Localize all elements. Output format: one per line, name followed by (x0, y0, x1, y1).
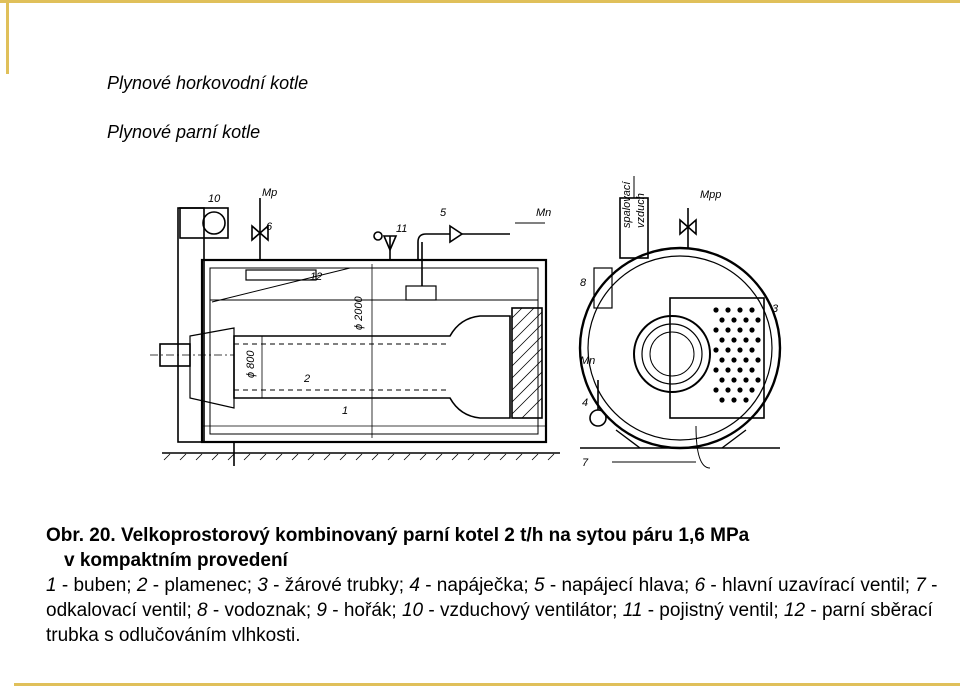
label-12: 12 (310, 271, 322, 283)
label-mp: Mp (262, 187, 277, 199)
rear-chamber (511, 307, 543, 419)
front-wall (177, 207, 205, 443)
legend-num: 10 (401, 600, 424, 621)
label-5: 5 (440, 207, 447, 219)
legend-text: - vzduchový ventilátor; (423, 600, 623, 621)
legend-text: - parní sběrací trubka s odlučováním vlh… (46, 600, 933, 646)
feed-head-pipe (417, 233, 450, 260)
legend-num: 6 (694, 575, 706, 596)
rear-chamber-hatch (511, 307, 543, 419)
legend-num: 2 (136, 575, 148, 596)
insulation-inner (209, 267, 539, 435)
fan-motor (202, 211, 226, 235)
label-mpp: Mpp (700, 189, 721, 201)
feed-pump-4 (589, 409, 607, 427)
label-3: 3 (772, 303, 779, 315)
legend-num: 11 (622, 600, 643, 621)
label-d800: ϕ 800 (245, 350, 257, 378)
label-2: 2 (303, 373, 310, 385)
label-1: 1 (342, 405, 348, 417)
legend-num: 8 (197, 600, 208, 621)
legend-num: 1 (46, 575, 57, 596)
top-accent-line (0, 0, 960, 3)
steam-collecting-pipe (245, 269, 317, 281)
legend-text: - pojistný ventil; (642, 600, 784, 621)
label-vzduch: vzduch (635, 193, 647, 228)
label-4: 4 (582, 397, 588, 409)
legend-num: 12 (783, 600, 806, 621)
legend-text: - odkalovací ventil; (46, 575, 938, 621)
label-8: 8 (580, 277, 587, 289)
caption-title-line2: v kompaktním provedení (64, 550, 288, 571)
fan-box (179, 207, 229, 239)
legend-text: - napáječka; (419, 575, 534, 596)
ground-hatch-side (163, 453, 555, 461)
legend-text: - plamenec; (147, 575, 258, 596)
caption-title: Obr. 20. Velkoprostorový kombinovaný par… (46, 523, 951, 573)
label-7: 7 (582, 457, 589, 469)
main-valve-6 (251, 224, 269, 242)
legend-text: - hořák; (326, 600, 402, 621)
caption-title-line1: Obr. 20. Velkoprostorový kombinovaný par… (46, 525, 750, 546)
subtitle-hot-water-boilers: Plynové horkovodní kotle (107, 73, 309, 93)
legend-num: 7 (915, 575, 926, 596)
label-mn-front: Mn (580, 355, 595, 367)
legend-text: - vodoznak; (207, 600, 317, 621)
label-mn: Mn (536, 207, 551, 219)
label-11: 11 (396, 223, 407, 235)
legend-text: - buben; (56, 575, 137, 596)
flame-tube-front (633, 315, 711, 393)
label-spalovaci: spalovací (621, 181, 633, 228)
bottom-accent-line (14, 683, 960, 686)
legend-text: - hlavní uzavírací ventil; (705, 575, 916, 596)
label-6: 6 (266, 221, 273, 233)
legend-num: 9 (316, 600, 327, 621)
legend-num: 5 (534, 575, 545, 596)
firetube-bank (669, 297, 765, 419)
drum-insulation-front (587, 255, 773, 441)
legend-num: 4 (409, 575, 420, 596)
boiler-casing-side (200, 258, 548, 444)
main-valve-front (679, 218, 697, 236)
safety-valve-11 (382, 235, 398, 253)
burner-throat (189, 327, 235, 409)
subtitle-steam-boilers: Plynové parní kotle (107, 122, 261, 142)
figure-caption: Obr. 20. Velkoprostorový kombinovaný par… (46, 523, 951, 648)
legend-text: - napájecí hlava; (544, 575, 695, 596)
drum-shell-front (578, 246, 782, 450)
label-d2000: ϕ 2000 (353, 295, 365, 330)
water-gauge-8 (593, 267, 613, 309)
flame-tube (233, 315, 511, 419)
legend-text: - žárové trubky; (267, 575, 410, 596)
caption-legend: 1 - buben; 2 - plamenec; 3 - žárové trub… (46, 573, 951, 648)
label-10: 10 (208, 193, 221, 205)
legend-num: 3 (257, 575, 268, 596)
firetube-dots (713, 307, 761, 403)
left-accent-line (6, 0, 9, 74)
boiler-technical-drawing: 10 Mp 6 12 11 5 Mn 2 1 ϕ 2000 ϕ 800 spal… (150, 176, 782, 469)
feed-head-5 (405, 285, 437, 301)
